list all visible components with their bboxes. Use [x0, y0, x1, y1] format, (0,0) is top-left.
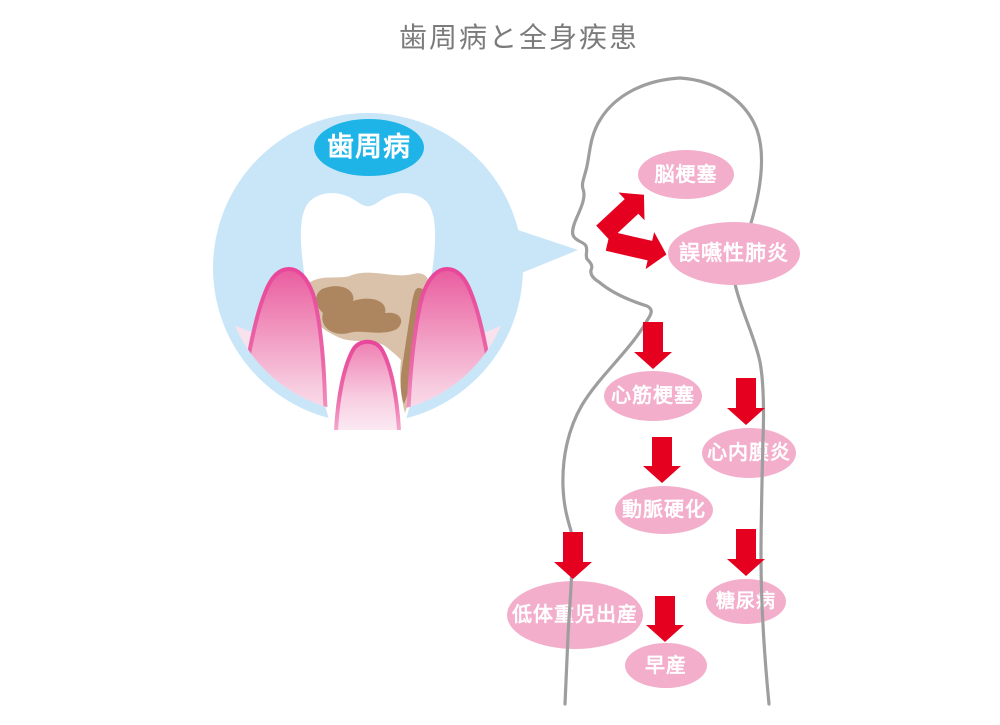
disease-label: 脳梗塞: [654, 163, 718, 186]
arrow-to-endocarditis: [727, 378, 765, 425]
disease-label: 心筋梗塞: [611, 385, 695, 407]
periodontal-disease-label: 歯周病: [314, 119, 424, 176]
disease-oval-diabetes: 糖尿病: [706, 579, 786, 624]
disease-oval-premature-birth: 早産: [625, 643, 707, 688]
disease-label: 動脈硬化: [622, 499, 706, 521]
disease-oval-cerebral-infarction: 脳梗塞: [638, 150, 734, 199]
arrow-to-arteriosclerosis: [643, 437, 681, 483]
disease-oval-arteriosclerosis: 動脈硬化: [615, 486, 713, 534]
diagram-title: 歯周病と全身疾患: [398, 22, 639, 53]
tartar-dark-blob: [316, 286, 402, 334]
disease-oval-low-birth-weight: 低体重児出産: [507, 581, 643, 649]
arrow-to-low-birth-weight: [554, 532, 592, 579]
arrow-to-aspiration-pneumonia: [605, 231, 667, 270]
disease-oval-myocardial-infarction: 心筋梗塞: [604, 371, 702, 421]
gum-papilla: [334, 339, 401, 431]
periodontal-disease-label-text: 歯周病: [327, 132, 411, 162]
arrow-to-premature-birth: [646, 596, 684, 642]
speech-bubble-tail: [500, 224, 578, 281]
body-outline-back: [678, 76, 771, 706]
disease-oval-aspiration-pneumonia: 誤嚥性肺炎: [668, 222, 800, 285]
body-outline-front: [561, 76, 682, 706]
arrow-to-diabetes: [727, 529, 765, 576]
disease-label: 心内膜炎: [707, 442, 791, 464]
disease-label: 早産: [645, 654, 687, 677]
arrow-to-myocardial-infarction: [634, 322, 672, 369]
disease-oval-endocarditis: 心内膜炎: [702, 428, 796, 478]
disease-label: 低体重児出産: [512, 604, 638, 626]
arrow-to-cerebral-infarction: [596, 192, 645, 241]
disease-label: 誤嚥性肺炎: [679, 242, 789, 265]
